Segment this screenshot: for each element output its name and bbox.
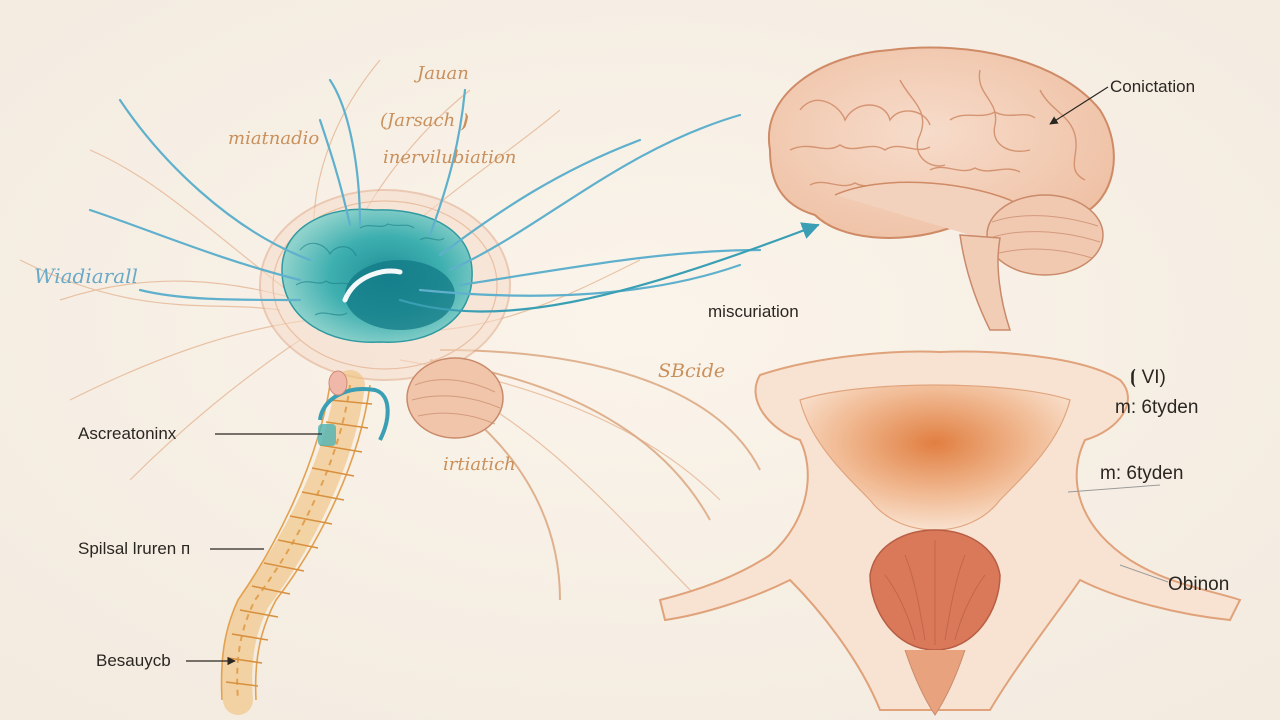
blue-nerve-lines [88, 78, 820, 313]
brain-drawing [767, 46, 1115, 331]
pelvic-region-drawing [658, 350, 1242, 716]
annotation-wiadiarall: Wiadiarall [34, 264, 138, 288]
label-m-6tyden-lower: m: 6tyden [1100, 463, 1184, 484]
label-miscuriation: miscuriation [708, 302, 799, 321]
label-spilsal-iruren: Spilsal lruren п [78, 539, 191, 558]
label-m-6tyden-upper: m: 6tyden [1115, 397, 1199, 418]
label-obinon: Obinon [1168, 574, 1230, 595]
annotation-sbcide: SBcide [658, 360, 726, 382]
spinal-column [220, 370, 390, 715]
label-ascreatoninx: Ascreatoninx [78, 424, 177, 443]
teal-brain-region [281, 208, 473, 343]
label-conictation: Conictation [1110, 77, 1196, 96]
head-inner-outline [272, 200, 498, 370]
leader-lines [186, 86, 1109, 666]
annotation-miatnadio: miatnadio [228, 128, 320, 149]
cerebellum-structure [406, 357, 504, 439]
annotation-inervilubiation: inervilubiation [383, 147, 517, 168]
label-qualifier-d-vi: ⦗ VI) [1130, 367, 1166, 388]
annotation-irtiatich: irtiatich [443, 454, 516, 475]
label-besauycb: Besauycb [96, 651, 171, 670]
faint-leader-lines [1067, 484, 1169, 583]
annotation-jarsach: (Jarsach ⦘ [380, 110, 467, 131]
annotation-jauan: Jauan [417, 63, 469, 84]
